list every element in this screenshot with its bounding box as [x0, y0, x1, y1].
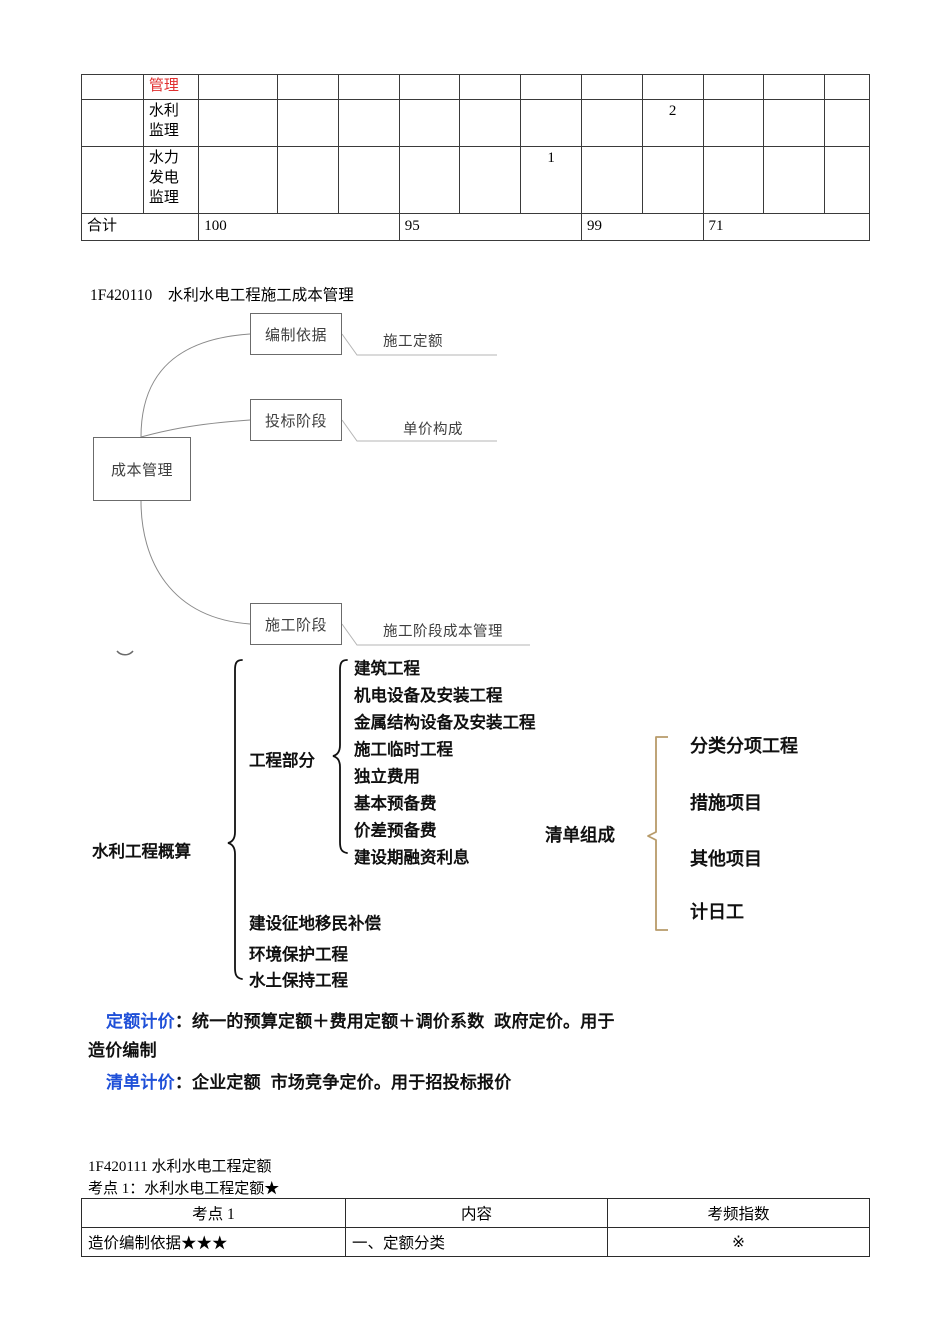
- cell: [581, 145, 643, 214]
- table-row: 水力发电监理 1: [81, 145, 870, 214]
- group-item-6: 价差预备费: [354, 822, 437, 840]
- total-value-2: 95: [398, 212, 583, 241]
- bottom-item-1: 环境保护工程: [249, 946, 348, 964]
- row-blank-cell: [81, 74, 144, 100]
- paragraph-qingdan-body: ：企业定额 市场竞争定价。用于招投标报价: [174, 1073, 512, 1092]
- list-item-2: 其他项目: [690, 849, 762, 869]
- cell: [277, 98, 339, 147]
- list-item-0: 分类分项工程: [690, 736, 798, 756]
- label-shuili-gongcheng-gaisuan: 水利工程概算: [92, 843, 191, 861]
- table-row: 水利监理 2: [81, 98, 870, 147]
- total-value-4: 71: [702, 212, 871, 241]
- group-item-2: 金属结构设备及安装工程: [354, 714, 536, 732]
- cell: [398, 98, 461, 147]
- cell: [277, 74, 339, 100]
- cell: [198, 145, 279, 214]
- table-row: 管理: [81, 74, 870, 100]
- list-item-1: 措施项目: [690, 793, 762, 813]
- cell: [824, 98, 870, 147]
- cell: [398, 74, 461, 100]
- cell: [198, 98, 279, 147]
- node-toubiao-jieduan[interactable]: 投标阶段: [250, 399, 342, 441]
- paragraph-dinge-jijia: 定额计价：统一的预算定额＋费用定额＋调价系数 政府定价。用于: [106, 1007, 615, 1032]
- node-shigong-jieduan[interactable]: 施工阶段: [250, 603, 342, 645]
- cell: [520, 98, 583, 147]
- row-label-guanli: 管理: [142, 74, 200, 100]
- keyword-qingdan-jijia: 清单计价: [106, 1073, 175, 1092]
- paragraph-dinge-cont: 造价编制: [88, 1041, 157, 1060]
- row-blank-cell: [81, 145, 144, 214]
- cell: [763, 98, 826, 147]
- group-item-7: 建设期融资利息: [354, 849, 470, 867]
- cell: [337, 98, 400, 147]
- cell: [337, 74, 400, 100]
- table-row: 造价编制依据★★★ 一、定额分类 ※: [81, 1227, 870, 1257]
- header-neirong: 内容: [345, 1198, 608, 1228]
- group-item-0: 建筑工程: [354, 660, 420, 678]
- kaodian-heading: 考点 1：水利水电工程定额★: [88, 1181, 280, 1197]
- paragraph-qingdan-jijia: 清单计价：企业定额 市场竞争定价。用于招投标报价: [106, 1068, 511, 1093]
- cell: [277, 145, 339, 214]
- statistics-table: 管理 水利监理 2: [80, 74, 871, 241]
- header-kaodian: 考点 1: [81, 1198, 346, 1228]
- row-label-shuili-fadian-jianli: 水力发电监理: [142, 145, 200, 214]
- section-heading-1F420111: 1F420111 水利水电工程定额: [88, 1159, 272, 1175]
- cell: [459, 74, 522, 100]
- table-row-total: 合计 100 95 99 71: [80, 212, 871, 241]
- paragraph-dinge-body: ：统一的预算定额＋费用定额＋调价系数 政府定价。用于: [174, 1012, 615, 1031]
- section-heading-1F420110: 1F420110 水利水电工程施工成本管理: [90, 287, 354, 304]
- group-item-5: 基本预备费: [354, 795, 437, 813]
- label-gongcheng-bufen: 工程部分: [249, 752, 315, 770]
- group-item-1: 机电设备及安装工程: [354, 687, 503, 705]
- total-value-3: 99: [581, 212, 704, 241]
- bottom-item-2: 水土保持工程: [249, 972, 348, 990]
- keyword-dinge-jijia: 定额计价: [106, 1012, 175, 1031]
- label-qingdan-zucheng: 清单组成: [545, 825, 615, 845]
- cell: [398, 145, 461, 214]
- cell: [581, 98, 643, 147]
- header-kaopin: 考频指数: [607, 1198, 870, 1228]
- cell: [641, 74, 704, 100]
- table-header-row: 考点 1 内容 考频指数: [81, 1198, 870, 1228]
- total-label: 合计: [80, 212, 200, 241]
- cell-neirong: 一、定额分类: [345, 1227, 608, 1257]
- cell-kaodian: 造价编制依据★★★: [81, 1227, 346, 1257]
- cell: [641, 145, 704, 214]
- edge-label-shigong-dinge: 施工定额: [383, 334, 443, 350]
- cell: [824, 74, 870, 100]
- cell: [337, 145, 400, 214]
- cell: [581, 74, 643, 100]
- cell: [702, 98, 765, 147]
- edge-label-danjia-goucheng: 单价构成: [403, 422, 463, 438]
- cell: [763, 74, 826, 100]
- list-item-3: 计日工: [690, 902, 744, 922]
- group-item-4: 独立费用: [354, 768, 420, 786]
- cell: [520, 74, 583, 100]
- kaodian-table: 考点 1 内容 考频指数 造价编制依据★★★ 一、定额分类 ※: [81, 1198, 870, 1257]
- cell: [702, 74, 765, 100]
- cell: [824, 145, 870, 214]
- cell-kaopin: ※: [607, 1227, 870, 1257]
- edge-label-shigong-chengben: 施工阶段成本管理: [383, 624, 503, 640]
- total-value-1: 100: [198, 212, 400, 241]
- cell: [459, 98, 522, 147]
- row-label-shuili-jianli: 水利监理: [142, 98, 200, 147]
- group-item-3: 施工临时工程: [354, 741, 453, 759]
- bottom-item-0: 建设征地移民补偿: [249, 915, 381, 933]
- node-cost-management[interactable]: 成本管理: [93, 437, 191, 501]
- row-blank-cell: [81, 98, 144, 147]
- cell-value: 1: [520, 145, 583, 214]
- cell: [459, 145, 522, 214]
- cell: [198, 74, 279, 100]
- cell: [763, 145, 826, 214]
- cell-value: 2: [641, 98, 704, 147]
- node-bianzhi-yiju[interactable]: 编制依据: [250, 313, 342, 355]
- cell: [702, 145, 765, 214]
